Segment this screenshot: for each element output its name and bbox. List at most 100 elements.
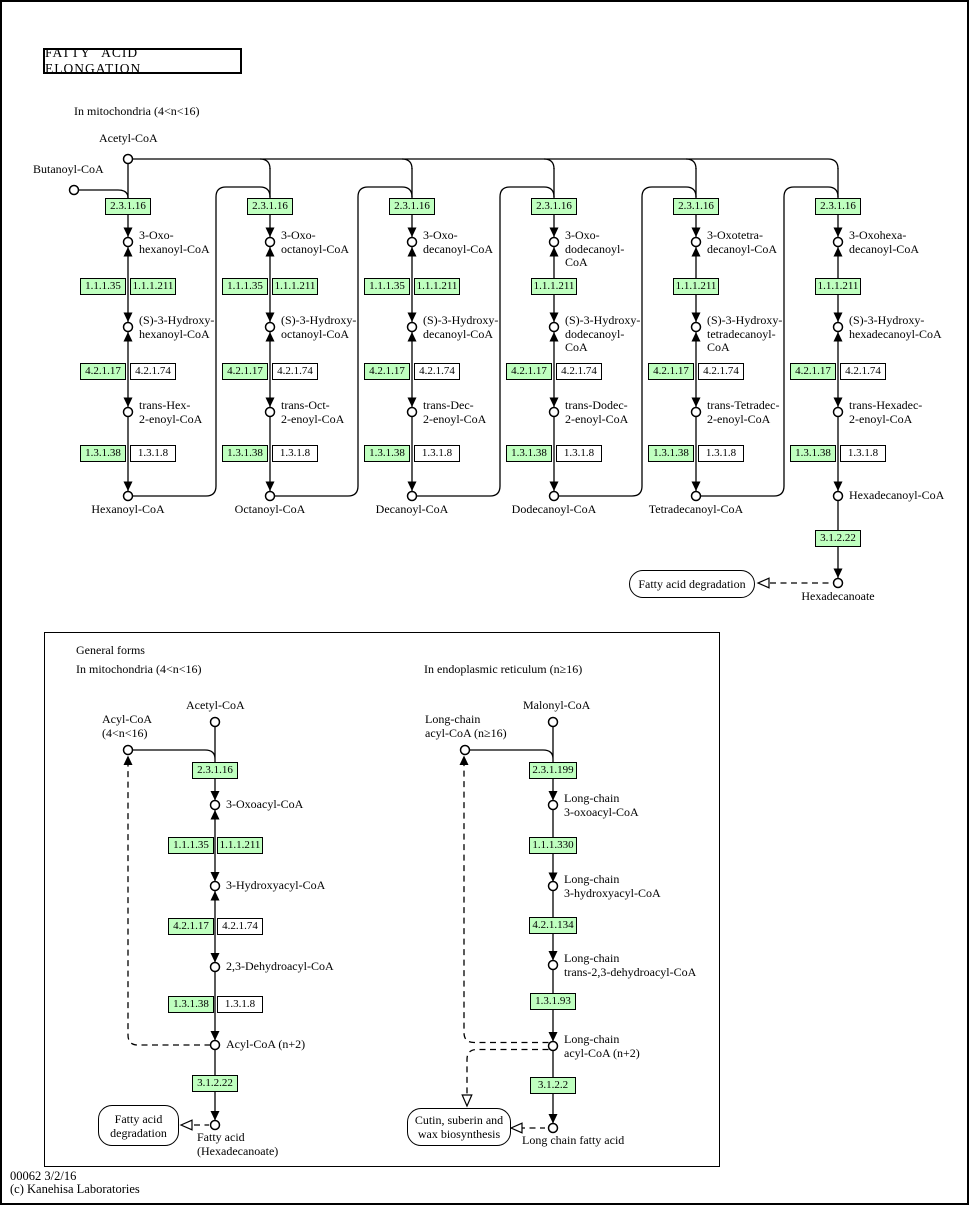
product-node-c3[interactable] [406, 490, 418, 502]
enzyme-box-4-2-1-17[interactable]: 4.2.1.17 [790, 363, 836, 380]
enzyme-box-1-3-1-8[interactable]: 1.3.1.8 [272, 445, 318, 462]
enzyme-box-4-2-1-17[interactable]: 4.2.1.17 [80, 363, 126, 380]
er-oxoacyl-node[interactable] [547, 799, 559, 811]
enzyme-box-4-2-1-17[interactable]: 4.2.1.17 [648, 363, 694, 380]
enzyme-box-4-2-1-74[interactable]: 4.2.1.74 [217, 918, 263, 935]
gen-fatty-acid-node[interactable] [209, 1119, 221, 1131]
product-node-c4[interactable] [548, 490, 560, 502]
enzyme-box-3-1-2-2[interactable]: 3.1.2.2 [530, 1077, 576, 1094]
gen-acyl-coa-node[interactable] [122, 744, 134, 756]
enzyme-box-1-1-1-35[interactable]: 1.1.1.35 [364, 278, 410, 295]
enzyme-box-4-2-1-74[interactable]: 4.2.1.74 [272, 363, 318, 380]
product-node-c5[interactable] [690, 490, 702, 502]
product-node-c6[interactable] [832, 490, 844, 502]
enzyme-box-1-1-1-35[interactable]: 1.1.1.35 [80, 278, 126, 295]
gen-dehydroacyl-node[interactable] [209, 961, 221, 973]
gen-acetyl-coa-node[interactable] [209, 716, 221, 728]
enzyme-box-4-2-1-17[interactable]: 4.2.1.17 [222, 363, 268, 380]
oxo-label-c1: 3-Oxo-hexanoyl-CoA [139, 228, 210, 256]
enoyl-node-c4[interactable] [548, 406, 560, 418]
enzyme-box-4-2-1-74[interactable]: 4.2.1.74 [556, 363, 602, 380]
hydroxy-node-c3[interactable] [406, 321, 418, 333]
hydroxy-node-c2[interactable] [264, 321, 276, 333]
er-malonyl-coa-node[interactable] [547, 716, 559, 728]
enoyl-node-c6[interactable] [832, 406, 844, 418]
enzyme-box-4-2-1-74[interactable]: 4.2.1.74 [130, 363, 176, 380]
gen-hydroxyacyl-node[interactable] [209, 880, 221, 892]
enzyme-box-4-2-1-74[interactable]: 4.2.1.74 [414, 363, 460, 380]
enzyme-box-2-3-1-16[interactable]: 2.3.1.16 [815, 198, 861, 215]
oxo-node-c2[interactable] [264, 236, 276, 248]
er-dehydroacyl-node[interactable] [547, 959, 559, 971]
enzyme-box-4-2-1-17[interactable]: 4.2.1.17 [168, 918, 214, 935]
enzyme-box-4-2-1-74[interactable]: 4.2.1.74 [698, 363, 744, 380]
enzyme-box-1-1-1-35[interactable]: 1.1.1.35 [222, 278, 268, 295]
hydroxy-node-c6[interactable] [832, 321, 844, 333]
oxo-label-c5: 3-Oxotetra-decanoyl-CoA [707, 228, 777, 256]
enzyme-box-1-1-1-211[interactable]: 1.1.1.211 [414, 278, 460, 295]
enzyme-box-1-3-1-38[interactable]: 1.3.1.38 [648, 445, 694, 462]
product-node-c2[interactable] [264, 490, 276, 502]
enzyme-box-2-3-1-199[interactable]: 2.3.1.199 [529, 762, 577, 779]
enoyl-node-c3[interactable] [406, 406, 418, 418]
oxo-node-c5[interactable] [690, 236, 702, 248]
enzyme-box-1-3-1-8[interactable]: 1.3.1.8 [217, 996, 263, 1013]
gen-oxoacyl-node[interactable] [209, 799, 221, 811]
enzyme-box-3-1-2-22[interactable]: 3.1.2.22 [815, 530, 861, 547]
enzyme-box-1-1-1-330[interactable]: 1.1.1.330 [529, 837, 577, 854]
enzyme-box-4-2-1-134[interactable]: 4.2.1.134 [529, 917, 577, 934]
oxo-node-c4[interactable] [548, 236, 560, 248]
enzyme-box-4-2-1-17[interactable]: 4.2.1.17 [364, 363, 410, 380]
enzyme-box-2-3-1-16[interactable]: 2.3.1.16 [247, 198, 293, 215]
enzyme-box-2-3-1-16[interactable]: 2.3.1.16 [389, 198, 435, 215]
oxo-node-c1[interactable] [122, 236, 134, 248]
enzyme-box-1-3-1-8[interactable]: 1.3.1.8 [130, 445, 176, 462]
enzyme-box-1-1-1-211[interactable]: 1.1.1.211 [272, 278, 318, 295]
enzyme-box-1-1-1-211[interactable]: 1.1.1.211 [217, 837, 263, 854]
acetyl-coa-node[interactable] [122, 153, 134, 165]
enzyme-box-2-3-1-16[interactable]: 2.3.1.16 [531, 198, 577, 215]
enoyl-node-c5[interactable] [690, 406, 702, 418]
product-node-c1[interactable] [122, 490, 134, 502]
enzyme-box-1-3-1-38[interactable]: 1.3.1.38 [790, 445, 836, 462]
er-longchain-acyl-node[interactable] [459, 744, 471, 756]
er-lcfa-node[interactable] [547, 1122, 559, 1134]
enzyme-box-1-3-1-8[interactable]: 1.3.1.8 [556, 445, 602, 462]
enzyme-box-4-2-1-74[interactable]: 4.2.1.74 [840, 363, 886, 380]
enzyme-box-1-3-1-38[interactable]: 1.3.1.38 [168, 996, 214, 1013]
enzyme-box-1-3-1-8[interactable]: 1.3.1.8 [414, 445, 460, 462]
enzyme-box-1-1-1-35[interactable]: 1.1.1.35 [168, 837, 214, 854]
enzyme-box-1-3-1-38[interactable]: 1.3.1.38 [222, 445, 268, 462]
enzyme-box-1-3-1-93[interactable]: 1.3.1.93 [530, 993, 576, 1010]
enzyme-box-1-3-1-38[interactable]: 1.3.1.38 [80, 445, 126, 462]
hexadecanoate-node[interactable] [832, 577, 844, 589]
enzyme-box-3-1-2-22[interactable]: 3.1.2.22 [192, 1075, 238, 1092]
hydroxy-node-c5[interactable] [690, 321, 702, 333]
enzyme-box-1-1-1-211[interactable]: 1.1.1.211 [815, 278, 861, 295]
compound-nodes[interactable] [68, 153, 844, 1134]
gen-acyl-n2-node[interactable] [209, 1039, 221, 1051]
enzyme-box-4-2-1-17[interactable]: 4.2.1.17 [506, 363, 552, 380]
hydroxy-node-c4[interactable] [548, 321, 560, 333]
fatty-acid-degradation-link[interactable]: Fatty acid degradation [629, 570, 755, 598]
enzyme-box-2-3-1-16[interactable]: 2.3.1.16 [673, 198, 719, 215]
enzyme-box-1-1-1-211[interactable]: 1.1.1.211 [531, 278, 577, 295]
enzyme-box-1-3-1-8[interactable]: 1.3.1.8 [698, 445, 744, 462]
enzyme-box-1-1-1-211[interactable]: 1.1.1.211 [130, 278, 176, 295]
enzyme-box-1-1-1-211[interactable]: 1.1.1.211 [673, 278, 719, 295]
hydroxy-node-c1[interactable] [122, 321, 134, 333]
enzyme-box-1-3-1-38[interactable]: 1.3.1.38 [364, 445, 410, 462]
enoyl-node-c2[interactable] [264, 406, 276, 418]
enzyme-box-2-3-1-16[interactable]: 2.3.1.16 [192, 762, 238, 779]
enoyl-node-c1[interactable] [122, 406, 134, 418]
oxo-node-c6[interactable] [832, 236, 844, 248]
enzyme-box-1-3-1-8[interactable]: 1.3.1.8 [840, 445, 886, 462]
er-hydroxyacyl-node[interactable] [547, 880, 559, 892]
enzyme-box-2-3-1-16[interactable]: 2.3.1.16 [105, 198, 151, 215]
enzyme-box-1-3-1-38[interactable]: 1.3.1.38 [506, 445, 552, 462]
oxo-node-c3[interactable] [406, 236, 418, 248]
butanoyl-coa-node[interactable] [68, 184, 80, 196]
er-acyl-n2-node[interactable] [547, 1040, 559, 1052]
